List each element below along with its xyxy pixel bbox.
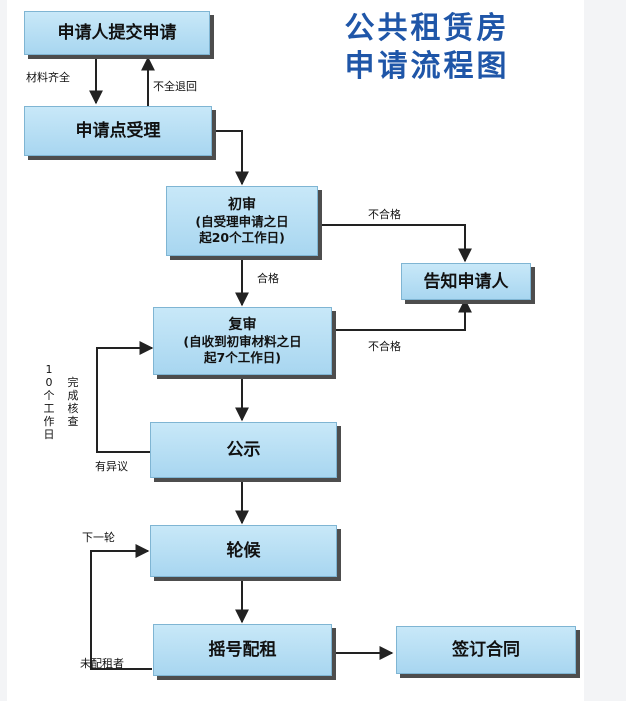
node-title: 复审: [228, 316, 257, 333]
node-sign-contract: 签订合同: [396, 626, 576, 674]
node-title: 初审: [228, 196, 256, 213]
label-incomplete-return: 不全退回: [153, 80, 197, 93]
node-detail-2: 起7个工作日): [204, 349, 281, 365]
node-publicize: 公示: [150, 422, 337, 478]
label-not-allocated: 未配租者: [80, 657, 124, 670]
node-second-review: 复审 (自收到初审材料之日 起7个工作日): [153, 307, 332, 375]
arrow-next-round-loop: [90, 544, 152, 670]
label-objection: 有异议: [95, 460, 128, 473]
label-next-round: 下一轮: [82, 531, 115, 544]
node-submit-application: 申请人提交申请: [24, 11, 210, 55]
node-label: 告知申请人: [423, 271, 509, 292]
label-second-review-fail: 不合格: [368, 340, 401, 353]
label-ten-working-days: 10个工作日: [43, 363, 55, 441]
node-label: 申请点受理: [75, 121, 161, 141]
title-line-1: 公共租赁房: [344, 11, 510, 46]
node-label: 签订合同: [452, 640, 520, 660]
node-detail-2: 起20个工作日): [199, 229, 285, 245]
node-lottery: 摇号配租: [153, 624, 332, 676]
arrow-objection-loop: [96, 341, 154, 453]
arrow-second-review-fail: [332, 298, 472, 331]
node-label: 申请人提交申请: [57, 23, 177, 43]
node-waiting: 轮候: [150, 525, 337, 577]
title-line-2: 申请流程图: [344, 49, 510, 84]
label-pass: 合格: [257, 272, 279, 285]
label-verification-complete: 完成核查: [67, 376, 79, 428]
arrow-first-review-fail: [318, 224, 472, 263]
node-label: 轮候: [226, 541, 261, 561]
arrow-accept-to-first-review: [212, 130, 249, 186]
node-label: 摇号配租: [208, 640, 277, 660]
node-detail-1: (自受理申请之日: [195, 213, 289, 229]
label-materials-complete: 材料齐全: [26, 71, 70, 84]
label-first-review-fail: 不合格: [368, 208, 401, 221]
node-detail-1: (自收到初审材料之日: [183, 333, 302, 349]
node-notify-applicant: 告知申请人: [401, 263, 531, 300]
node-first-review: 初审 (自受理申请之日 起20个工作日): [166, 186, 318, 256]
diagram-title: 公共租赁房 申请流程图: [322, 10, 532, 86]
node-accept-application: 申请点受理: [24, 106, 212, 156]
node-label: 公示: [226, 440, 261, 460]
